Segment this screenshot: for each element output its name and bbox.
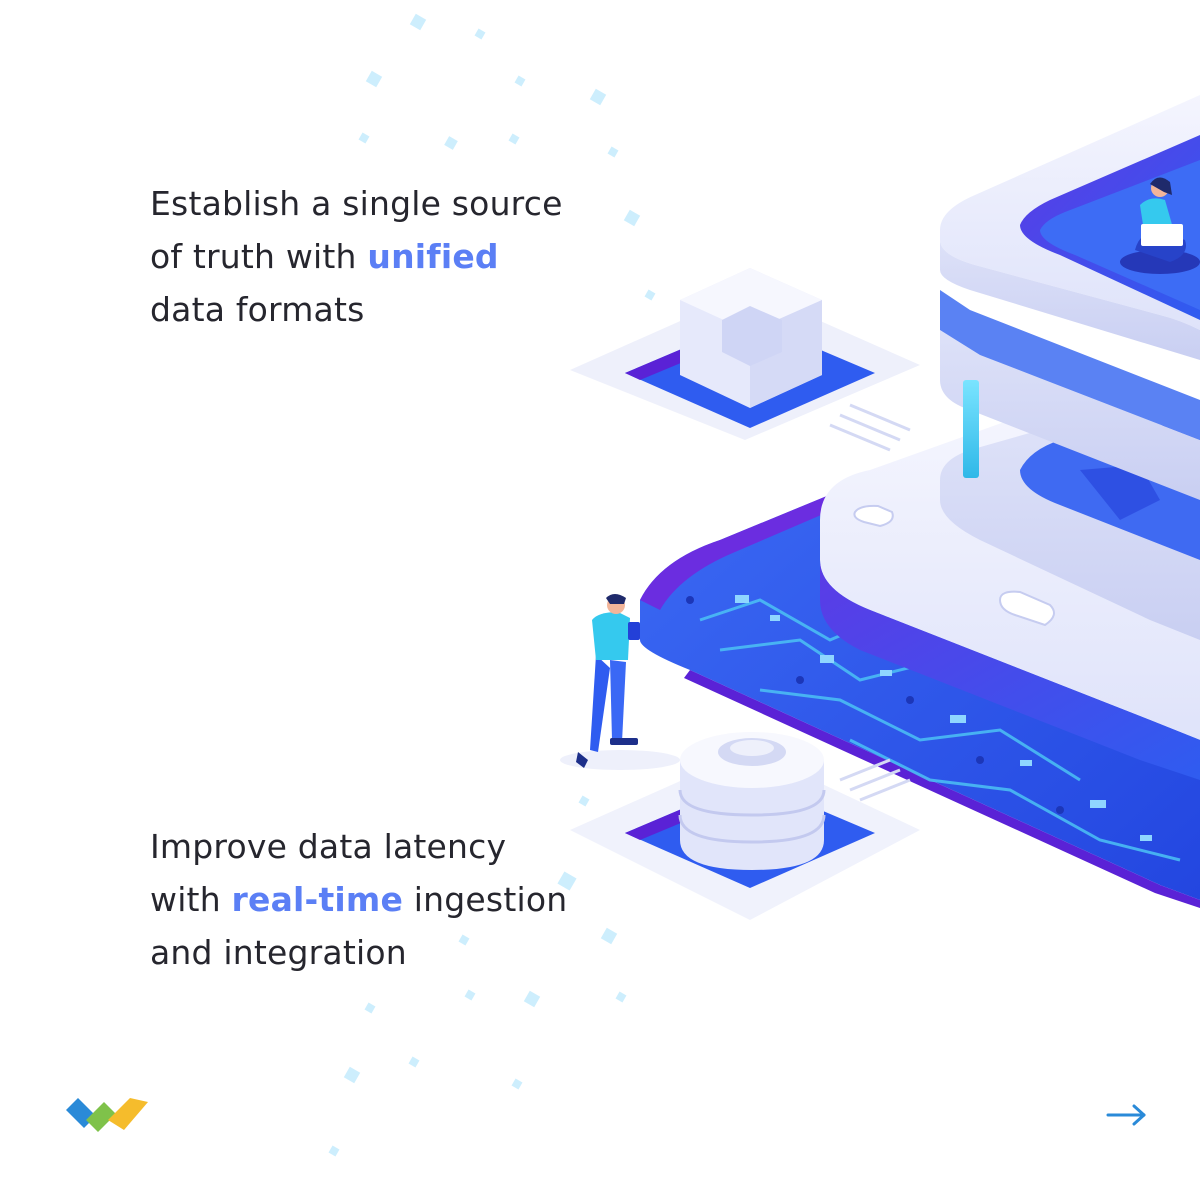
headline-top-line-2-text: of truth with: [150, 237, 368, 276]
headline-top-line-2: of truth with unified: [150, 230, 563, 283]
standing-person: [560, 594, 680, 770]
headline-bottom-line-1: Improve data latency: [150, 827, 507, 866]
cube-module: [570, 268, 920, 440]
headline-bottom-line-2-start: with: [150, 880, 232, 919]
headline-bottom-line-3: and integration: [150, 933, 407, 972]
upper-server-stack: [940, 95, 1200, 500]
connector-lines: [829, 403, 911, 802]
accent-word-real-time: real-time: [231, 880, 404, 919]
headline-bottom-line-2: with real-time ingestion: [150, 873, 567, 926]
data-beam: [963, 380, 979, 478]
headline-real-time: Improve data latency with real-time inge…: [150, 820, 567, 979]
person-with-laptop: [1120, 177, 1200, 274]
next-slide-button[interactable]: [1102, 1098, 1152, 1132]
headline-top-line-1: Establish a single source: [150, 184, 563, 223]
headline-unified-data: Establish a single source of truth with …: [150, 177, 563, 336]
headline-bottom-line-2-end: ingestion: [403, 880, 568, 919]
accent-word-unified: unified: [367, 237, 499, 276]
floating-particles: [328, 13, 656, 1157]
brand-logo: [62, 1092, 154, 1138]
arrow-right-icon: [1106, 1104, 1146, 1126]
headline-top-line-3: data formats: [150, 290, 365, 329]
database-module: [570, 732, 920, 920]
